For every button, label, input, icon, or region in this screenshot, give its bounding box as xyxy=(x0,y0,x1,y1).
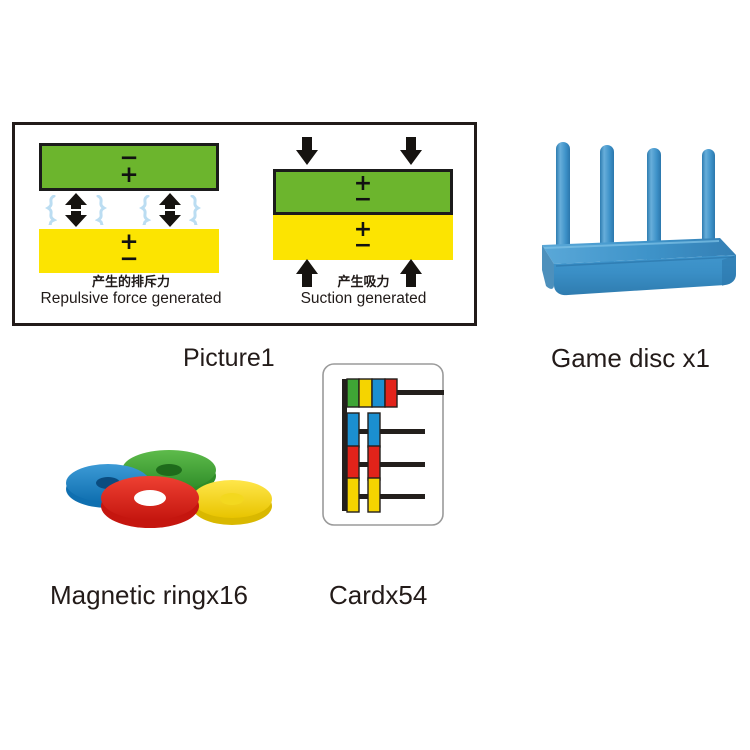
arrow-up-icon xyxy=(400,259,422,287)
repulsive-bottom-yellow-block: + − xyxy=(39,229,219,273)
sign-minus: − xyxy=(119,145,139,172)
suction-bottom-yellow-block: + − xyxy=(273,215,453,260)
wave-icon xyxy=(139,195,151,225)
arrow-up-icon xyxy=(296,259,318,287)
label-card: Cardx54 xyxy=(329,580,428,610)
card-illustration xyxy=(322,363,444,526)
card-spine xyxy=(342,379,347,511)
sign-minus: − xyxy=(353,232,373,258)
base-front-face xyxy=(542,245,736,296)
base-top-face xyxy=(542,238,736,264)
label-picture1: Picture1 xyxy=(183,344,275,372)
game-disc-illustration xyxy=(542,142,736,296)
suction-top-green-block: + − xyxy=(273,169,453,215)
wave-icon xyxy=(189,195,201,225)
magnetic-rings-image xyxy=(50,440,285,540)
game-disc-image xyxy=(520,120,745,320)
repulsive-force-diagram: − + xyxy=(15,125,247,323)
double-arrow-icon xyxy=(65,193,87,227)
sign-plus: + xyxy=(119,229,139,256)
repulsive-caption-cn: 产生的排斥力 xyxy=(91,275,170,290)
magnetic-rings-illustration xyxy=(66,450,272,528)
label-magnetic-ring: Magnetic ringx16 xyxy=(50,580,248,610)
card-row-4 xyxy=(346,477,425,513)
suction-force-diagram: + − + − 产生吸力 Suction generated xyxy=(247,125,480,323)
magnet-ring-yellow xyxy=(192,480,272,525)
card-image xyxy=(322,363,444,526)
sign-plus: + xyxy=(353,171,373,197)
picture1-diagram-panel: − + xyxy=(12,122,477,326)
arrow-down-icon xyxy=(296,137,318,165)
magnet-ring-red xyxy=(101,476,199,528)
label-game-disc: Game disc x1 xyxy=(551,343,710,373)
repulsive-top-green-block: − + xyxy=(39,143,219,191)
sign-minus: − xyxy=(353,187,373,212)
card-row-1 xyxy=(346,378,444,408)
repulsive-gap-field xyxy=(39,193,219,227)
suction-caption: 产生吸力 Suction generated xyxy=(247,275,480,307)
double-arrow-icon xyxy=(159,193,181,227)
arrow-down-icon xyxy=(400,137,422,165)
wave-icon xyxy=(45,195,57,225)
sign-plus: + xyxy=(119,162,139,188)
sign-minus: − xyxy=(119,246,139,272)
suction-caption-en: Suction generated xyxy=(300,290,427,307)
sign-plus: + xyxy=(353,216,373,242)
repulsive-caption: 产生的排斥力 Repulsive force generated xyxy=(15,275,247,307)
wave-icon xyxy=(95,195,107,225)
card-row-2 xyxy=(346,412,425,448)
repulsive-caption-en: Repulsive force generated xyxy=(40,290,222,307)
suction-caption-cn: 产生吸力 xyxy=(337,275,390,290)
